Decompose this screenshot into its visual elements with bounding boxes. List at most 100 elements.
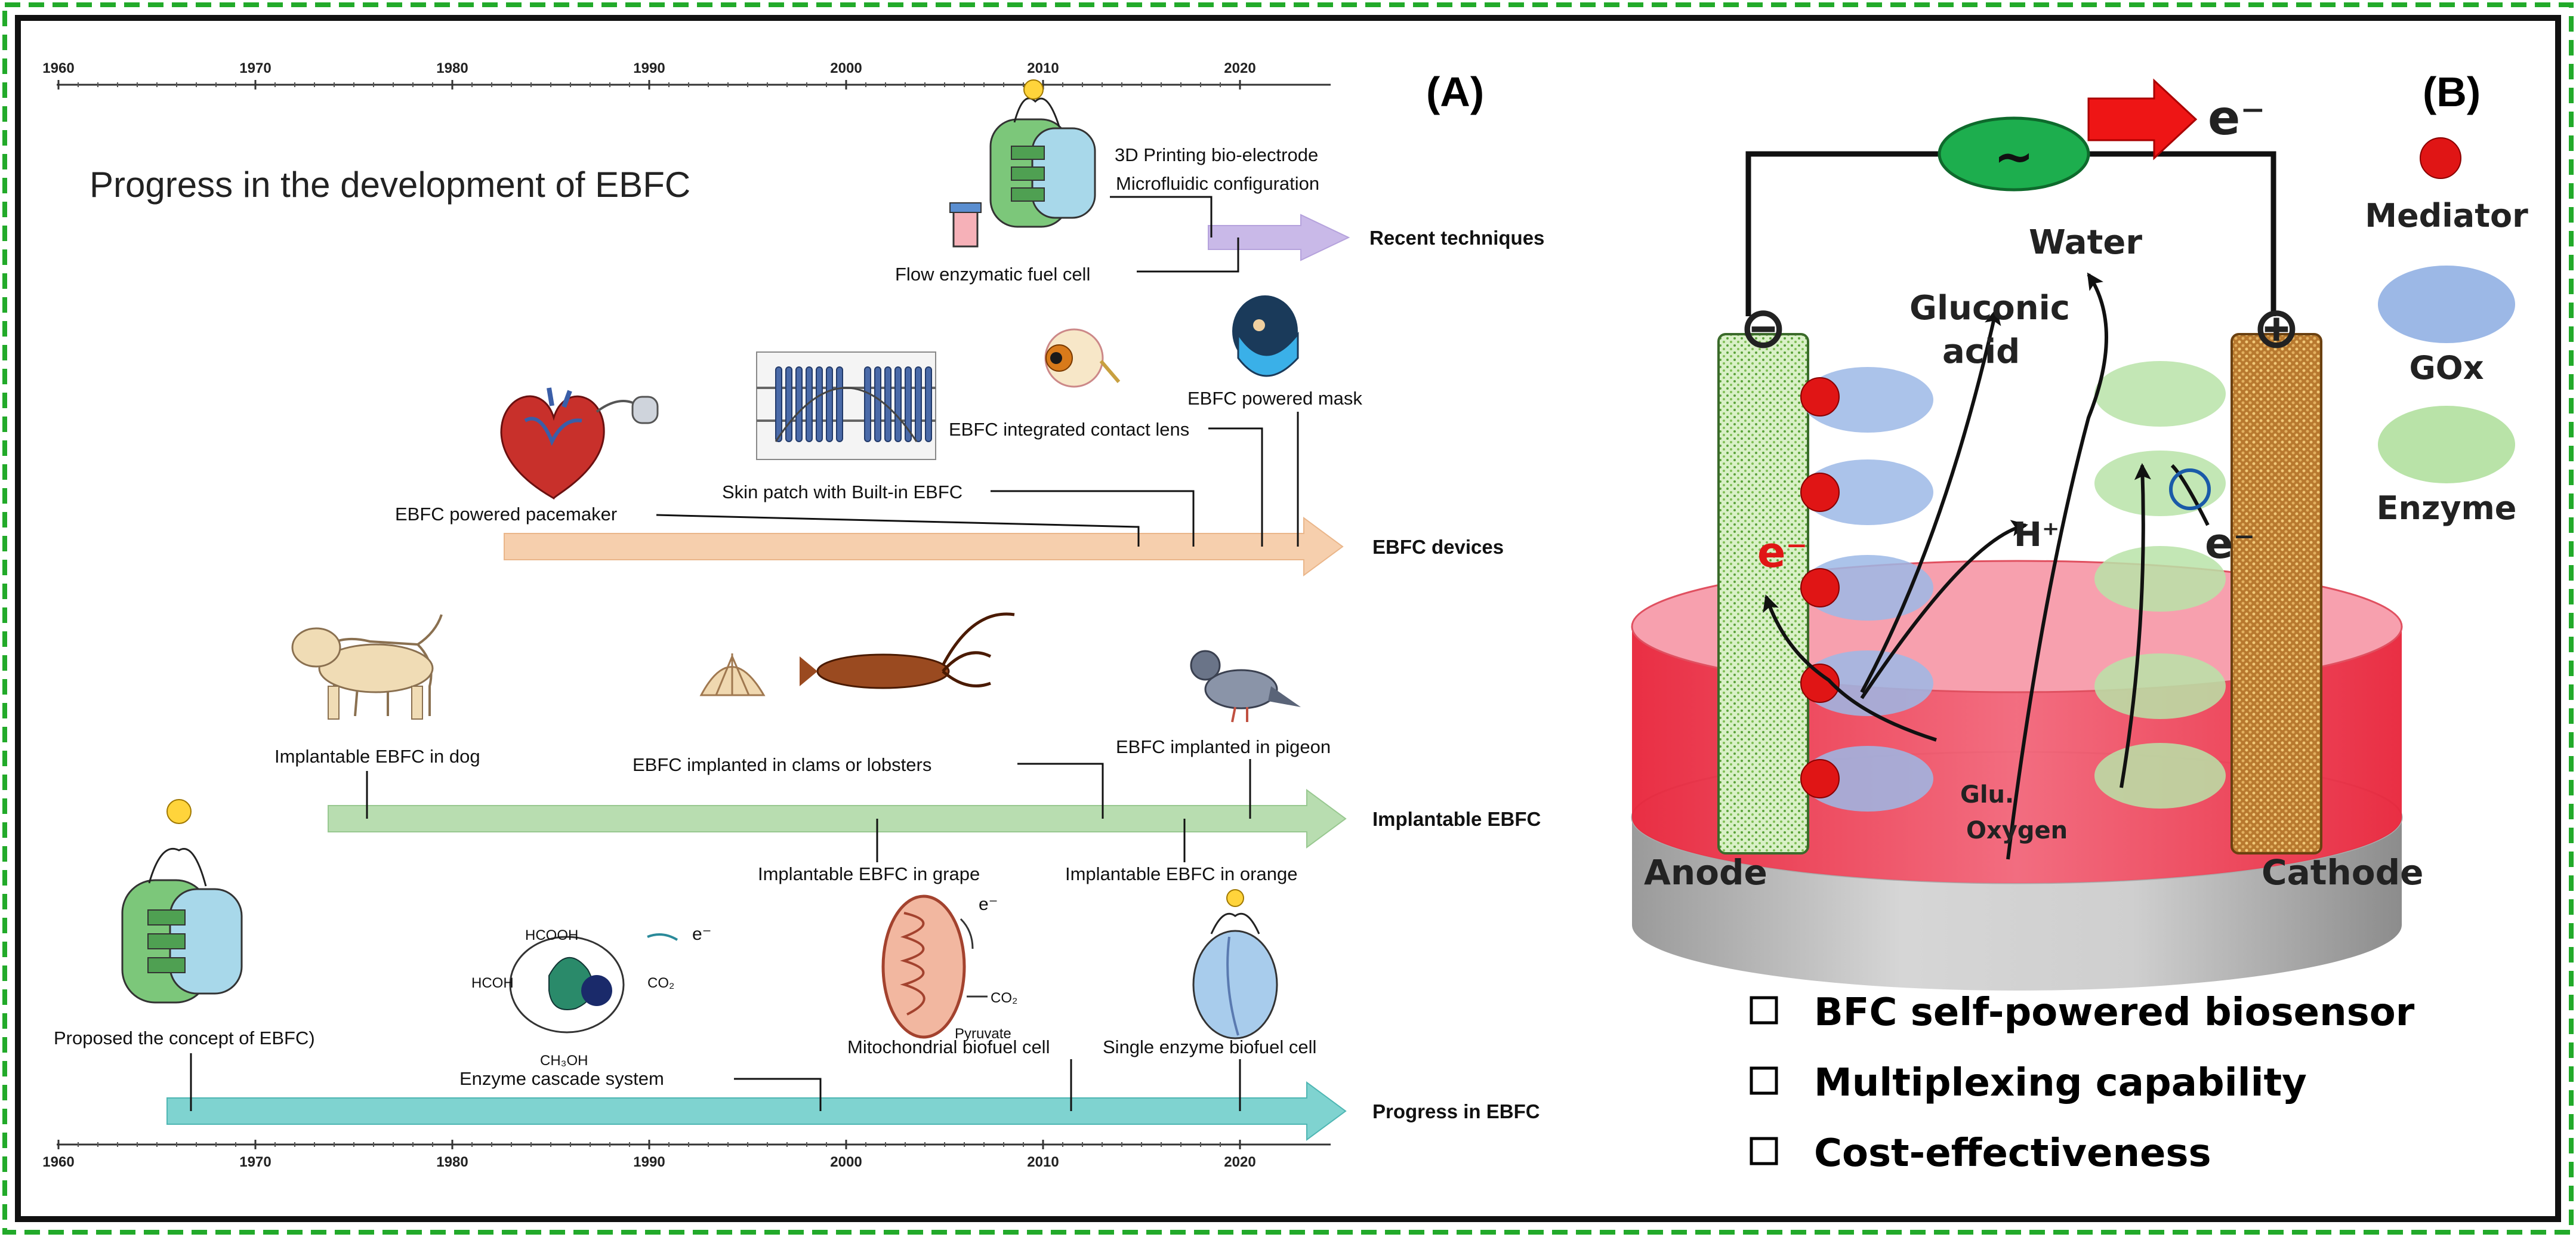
axis-year-label: 2020 [1224,60,1255,76]
legend-gox: GOx [2409,349,2484,387]
hplus-label: H⁺ [2014,516,2059,554]
panel-b-label: (B) [2423,69,2481,115]
electron-flow-arrow [2087,78,2198,161]
axis-year-label: 2000 [830,60,862,76]
cathode-plus-terminal: ⊕ [2253,294,2300,361]
recent-item-flow-cell: Flow enzymatic fuel cell [895,264,1090,285]
mediator-column [1800,377,1840,798]
progress-item-concept: Proposed the concept of EBFC) [54,1028,315,1048]
implant-item-dog: Implantable EBFC in dog [274,746,480,767]
cascade-hcoh: HCOH [471,975,514,991]
axis-year-label: 1960 [42,1154,74,1170]
patch-bar [915,366,922,442]
gox-column [1802,367,1933,812]
single-enzyme-icon [1192,889,1278,1039]
axis-year-label: 2000 [830,1154,862,1170]
gluconic-label-2: acid [1942,332,2020,371]
progress-arrow [166,1081,1347,1141]
progress-item-mito: Mitochondrial biofuel cell [847,1037,1050,1057]
recent-item-microfluidic: Microfluidic configuration [1116,173,1319,194]
feature-3: Cost-effectiveness [1814,1131,2211,1176]
axis-year-label: 2020 [1224,1154,1255,1170]
patch-bar [785,366,792,442]
cascade-hcooh: HCOOH [525,927,578,943]
anode-label: Anode [1644,852,1767,893]
cascade-e: e⁻ [692,924,712,944]
legend-gox-swatch [2378,266,2515,343]
ebfc-devices-name: EBFC devices [1372,536,1504,558]
recent-techniques-arrow [1208,214,1350,261]
electron-flow-label: e⁻ [2208,90,2265,146]
checkbox-icon [1750,1137,1778,1165]
glucose-label: Glu. [1960,781,2014,809]
cathode-electron: e⁻ [2205,519,2255,568]
patch-bar [864,366,871,442]
clam-icon [699,653,766,696]
inner-border [15,15,2561,1222]
anode-electron: e⁻ [1757,528,1807,577]
mitochondria-icon: e⁻ CO₂ Pyruvate [881,894,1017,1042]
eye-icon [1044,328,1121,388]
implant-item-pigeon: EBFC implanted in pigeon [1116,736,1331,757]
reduction-cycle-icon [2169,468,2211,510]
patch-bar [905,366,912,442]
external-circuit: ~ e⁻ [1745,78,2276,316]
cathode-label: Cathode [2262,852,2423,893]
mask-icon [1232,295,1299,377]
axis-year-label: 1970 [239,60,271,76]
dog-icon [291,614,443,720]
implantable-name: Implantable EBFC [1372,808,1541,830]
cascade-ch3oh: CH₃OH [540,1053,588,1069]
device-item-pacemaker: EBFC powered pacemaker [395,504,617,525]
panel-a-title: Progress in the development of EBFC [90,165,690,205]
panel-b: (B) ~ e⁻ ⊖ ⊕ [1631,69,2528,1176]
pigeon-icon [1190,650,1301,723]
checkbox-icon [1750,1066,1778,1095]
anode-electrode [1717,333,1809,855]
patch-bar [826,366,833,442]
flow-cell-icon [949,79,1096,248]
panel-b-legend: Mediator GOx Enzyme [2365,137,2528,527]
axis-year-label: 1990 [633,1154,665,1170]
patch-bar [836,366,843,442]
heart-pacemaker-icon [500,387,659,500]
panel-a-label: (A) [1426,69,1484,115]
axis-year-label: 1970 [239,1154,271,1170]
device-item-contact-lens: EBFC integrated contact lens [949,419,1189,440]
top-year-axis: 1960 1970 1980 1990 2000 2010 2020 [42,60,1331,90]
reaction-arrows [1763,272,2210,860]
anode-minus-terminal: ⊖ [1739,294,1787,361]
axis-year-label: 2010 [1027,1154,1059,1170]
feature-2: Multiplexing capability [1814,1061,2307,1105]
device-item-skin-patch: Skin patch with Built-in EBFC [722,482,962,502]
axis-year-label: 2010 [1027,60,1059,76]
progress-item-single: Single enzyme biofuel cell [1103,1037,1316,1057]
implant-item-orange: Implantable EBFC in orange [1065,863,1297,884]
ac-source-symbol: ~ [1994,129,2034,184]
patch-bar [775,366,782,442]
mito-pyruvate: Pyruvate [955,1026,1011,1042]
progress-item-cascade: Enzyme cascade system [459,1068,664,1089]
axis-year-label: 1960 [42,60,74,76]
enzyme-cascade-icon: HCOOH HCOH CH₃OH CO₂ e⁻ [471,924,712,1069]
patch-bar [874,366,881,442]
axis-year-label: 1980 [436,60,468,76]
ac-source [1938,116,2090,192]
ebfc-devices-arrow [504,517,1344,576]
skin-patch-icon [756,351,936,460]
track-recent-techniques: Recent techniques 3D Printing bio-electr… [895,79,1544,285]
cascade-co2: CO₂ [647,975,674,991]
axis-year-label: 1990 [633,60,665,76]
patch-bar [894,366,902,442]
legend-enzyme: Enzyme [2377,489,2517,527]
track-ebfc-devices: EBFC devices EBFC powered pacemaker Skin… [395,295,1504,576]
checkbox-icon [1750,996,1778,1025]
mito-e: e⁻ [979,894,998,914]
gluconic-label-1: Gluconic [1909,289,2070,328]
track-progress-ebfc: Progress in EBFC Proposed the concept of… [54,799,1540,1141]
patch-bar [816,366,823,442]
